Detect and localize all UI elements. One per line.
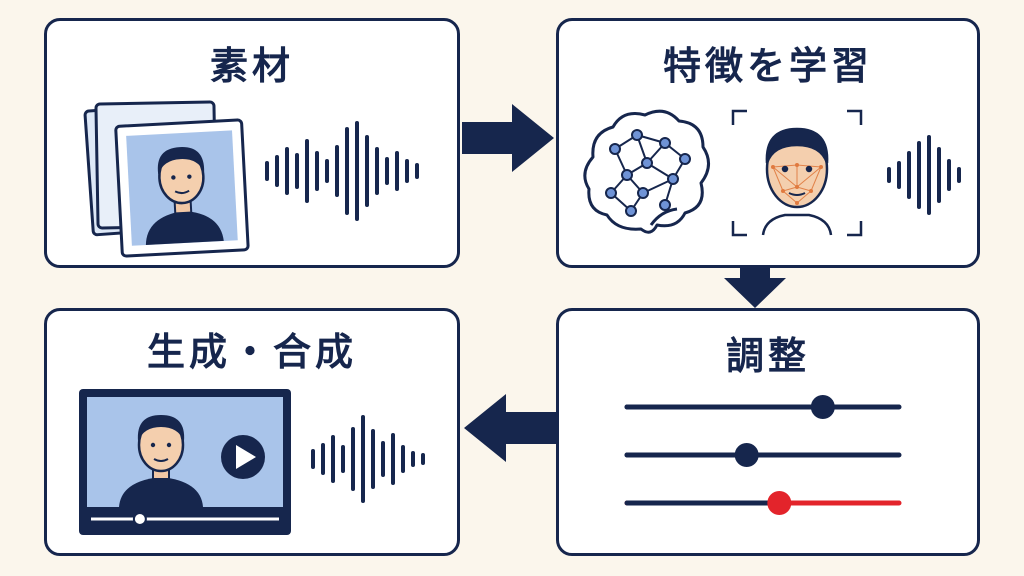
face-scan-icon — [729, 107, 865, 239]
step-material-panel: 素材 — [44, 18, 460, 268]
sound-wave-icon — [261, 119, 431, 223]
play-icon — [221, 435, 265, 479]
slider-knob[interactable] — [734, 443, 759, 467]
slider-knob[interactable] — [767, 491, 792, 515]
step-generate-panel: 生成・合成 — [44, 308, 460, 556]
arrow-down-icon — [720, 266, 790, 310]
sound-wave-icon — [885, 133, 969, 217]
video-player — [77, 387, 293, 537]
arrow-right-icon — [458, 100, 558, 176]
step-title: 生成・合成 — [146, 330, 357, 374]
step-title: 調整 — [725, 334, 810, 378]
slider-knob[interactable] — [810, 395, 835, 419]
step-title: 素材 — [209, 44, 294, 88]
arrow-left-icon — [460, 390, 560, 466]
slider-group — [623, 389, 907, 519]
step-title: 特徴を学習 — [662, 44, 873, 88]
neural-brain-icon — [581, 101, 711, 241]
sound-wave-icon — [309, 411, 433, 507]
photo-stack-icon — [83, 97, 253, 259]
video-progress-knob[interactable] — [132, 512, 147, 526]
step-adjust-panel: 調整 — [556, 308, 980, 556]
step-learn-panel: 特徴を学習 — [556, 18, 980, 268]
